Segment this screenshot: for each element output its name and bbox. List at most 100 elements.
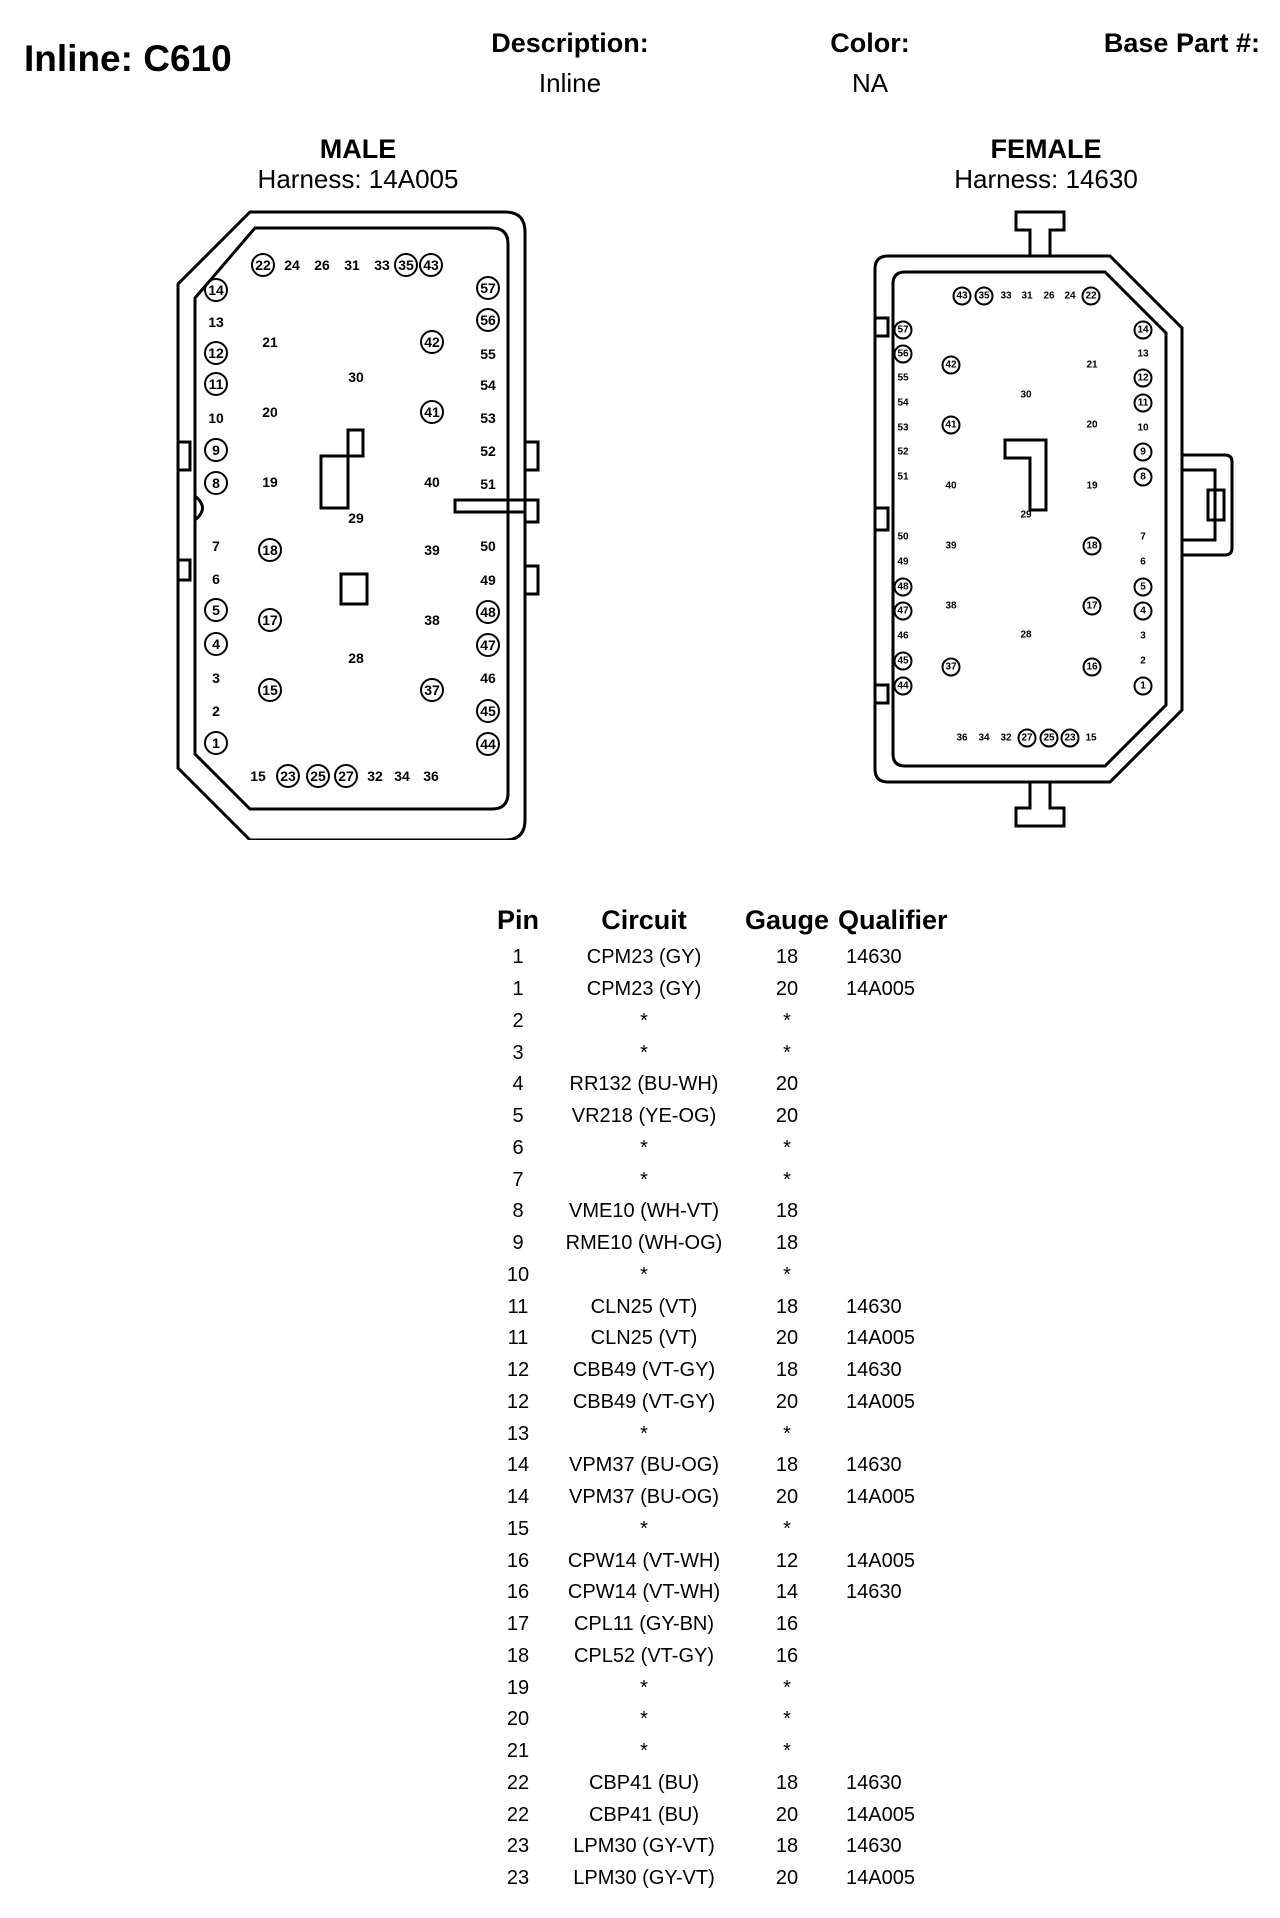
cell-circuit: VPM37 (BU-OG) [568,1486,720,1509]
male-pin-label: 37 [424,682,440,698]
cell-circuit: CPL52 (VT-GY) [573,1644,715,1667]
header-circuit: Circuit [601,904,687,935]
male-pin-circle [258,678,282,702]
female-pin-14: 14 [1133,320,1153,340]
male-pin-label: 44 [480,736,496,752]
female-pin-label: 38 [945,601,957,612]
female-pin-42: 42 [941,355,961,375]
cell-circuit: CPW14 (VT-WH) [567,1549,721,1572]
female-pin-label: 28 [1020,630,1032,641]
cell-pin: 5 [512,1105,524,1128]
male-pin-label: 51 [480,476,496,492]
female-pin-1: 1 [1133,676,1153,696]
cell-qualifier [838,1514,966,1546]
male-pin-29: 29 [348,510,364,526]
description-label: Description: [491,28,649,58]
female-pin-circle [1133,442,1153,462]
cell-circuit: VR218 (YE-OG) [571,1105,717,1128]
female-pin-label: 51 [897,472,909,483]
female-harness: Harness: 14630 [954,164,1138,194]
male-pin-label: 2 [212,703,220,719]
color-value: NA [851,68,889,98]
female-pin-23: 23 [1060,728,1080,748]
male-pin-label: 3 [212,670,220,686]
cell-qualifier [838,1672,966,1704]
male-pin-55: 55 [480,346,496,362]
male-pin-circle [258,538,282,562]
cell-pin: 23 [506,1867,530,1890]
male-pin-circle [251,253,275,277]
cell-circuit: VME10 (WH-VT) [569,1200,719,1223]
cell-gauge: * [783,1168,791,1191]
male-pin-label: 47 [480,637,496,653]
header-qualifier: Qualifier [838,904,948,935]
cell-gauge: 14 [775,1581,799,1604]
female-pin-label: 18 [1086,541,1098,552]
female-pin-label: 8 [1140,472,1146,483]
cell-circuit: CBP41 (BU) [588,1771,700,1794]
cell-gauge: 16 [775,1644,799,1667]
female-pin-9: 9 [1133,442,1153,462]
female-pin-label: 19 [1086,481,1098,492]
male-pin-53: 53 [480,410,496,426]
male-pin-circle [476,276,500,300]
cell-gauge: * [783,1676,791,1699]
female-pin-37: 37 [941,657,961,677]
female-pin-21: 21 [1086,360,1098,371]
male-pin-circle [276,764,300,788]
male-pin-47: 47 [476,633,500,657]
cell-gauge: 18 [775,1835,799,1858]
male-pin-label: 52 [480,443,496,459]
male-pin-33: 33 [374,257,390,273]
female-pin-circle [941,415,961,435]
female-pin-label: 11 [1138,398,1149,409]
male-pin-label: 36 [423,768,439,784]
male-pin-17: 17 [258,608,282,632]
female-pin-label: 32 [1000,733,1012,744]
female-pin-circle [1081,286,1101,306]
female-pin-circle [893,344,913,364]
female-pin-36: 36 [956,733,968,744]
cell-pin: 16 [506,1581,530,1604]
cell-qualifier: 14A005 [846,1390,915,1413]
cell-gauge: 18 [775,946,799,969]
female-pin-label: 29 [1020,510,1032,521]
cell-gauge: 20 [775,1486,799,1509]
cell-gauge: 16 [775,1613,799,1636]
female-pin-6: 6 [1140,557,1146,568]
cell-pin: 17 [506,1613,530,1636]
cell-gauge: 18 [775,1232,799,1255]
female-title: FEMALE [990,134,1102,164]
male-pin-label: 56 [480,312,496,328]
male-pin-circle [420,400,444,424]
female-pin-51: 51 [897,472,909,483]
cell-qualifier: 14630 [846,1454,902,1477]
female-pin-label: 56 [897,349,909,360]
male-pin-label: 32 [367,768,383,784]
female-pin-32: 32 [1000,733,1012,744]
male-pin-13: 13 [208,314,224,330]
male-pin-circle [476,600,500,624]
cell-pin: 7 [512,1168,524,1191]
female-pin-54: 54 [897,398,909,409]
cell-pin: 4 [512,1073,524,1096]
female-pin-label: 42 [945,360,957,371]
male-pin-label: 1 [212,735,220,751]
male-pin-38: 38 [424,612,440,628]
cell-gauge: * [783,1041,791,1064]
male-pin-46: 46 [480,670,496,686]
female-pin-label: 14 [1137,325,1149,336]
cell-qualifier [838,1641,966,1673]
male-pin-25: 25 [306,764,330,788]
male-pin-circle [204,438,228,462]
female-pin-label: 7 [1140,532,1146,543]
male-pin-22: 22 [251,253,275,277]
cell-circuit: CPM23 (GY) [586,946,702,969]
female-pin-3: 3 [1140,631,1146,642]
male-pin-56: 56 [476,308,500,332]
